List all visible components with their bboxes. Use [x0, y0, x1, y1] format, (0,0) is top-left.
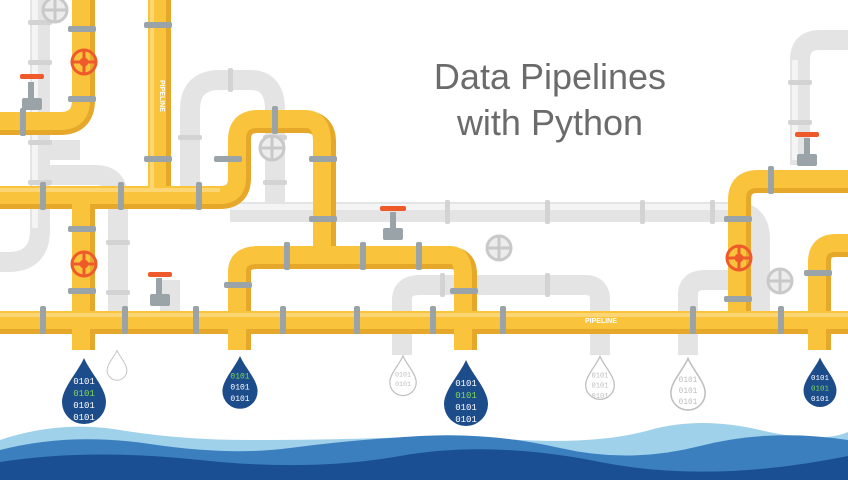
drop-binary-text: 0101 [455, 379, 477, 389]
drop-binary-text: 0101 [455, 415, 477, 425]
page-title: Data Pipelines with Python [380, 54, 720, 146]
water-waves [0, 423, 848, 480]
drop-binary-text: 0101 [811, 375, 830, 383]
data-drop-icon: 0101 0101 0101 0101 [444, 360, 488, 426]
drop-binary-text: 0101 [591, 372, 608, 380]
drop-binary-text: 0101 [230, 372, 249, 381]
drop-binary-text: 0101 [73, 377, 95, 387]
drop-binary-text: 0101 [73, 389, 95, 399]
drop-binary-text: 0101 [230, 384, 249, 393]
yellow-pipe-joints [20, 22, 832, 334]
pipe-label-vertical: PIPELINE [158, 80, 165, 112]
drop-binary-text: 0101 [679, 399, 698, 407]
gate-valve-icon [20, 74, 819, 306]
drop-binary-text: 0101 [811, 386, 830, 394]
title-line-1: Data Pipelines [433, 56, 667, 97]
gray-valve-icon [41, 0, 794, 295]
drop-binary-text: 0101 [395, 371, 411, 378]
data-drop-icon: 0101 0101 [389, 355, 417, 397]
title-line-2: with Python [456, 102, 644, 143]
yellow-pipes [0, 0, 848, 350]
drop-binary-text: 0101 [73, 413, 95, 423]
data-drop-icon [106, 350, 128, 381]
drop-binary-text: 0101 [395, 381, 411, 388]
drop-binary-text: 0101 [455, 403, 477, 413]
drop-binary-text: 0101 [591, 393, 608, 401]
drop-binary-text: 0101 [679, 377, 698, 385]
data-drop-icon: 0101 0101 0101 0101 [62, 358, 106, 424]
drop-binary-text: 0101 [73, 401, 95, 411]
data-drop-icon: 0101 0101 0101 [803, 357, 837, 407]
orange-valve-icon [70, 48, 753, 278]
drop-binary-text: 0101 [679, 388, 698, 396]
drop-binary-text: 0101 [811, 396, 830, 404]
data-drop-icon: 0101 0101 0101 [222, 356, 258, 409]
pipe-label-main: PIPELINE [585, 318, 617, 325]
data-drop-icon: 0101 0101 0101 [585, 355, 615, 401]
drop-binary-text: 0101 [455, 391, 477, 401]
drop-binary-text: 0101 [591, 383, 608, 391]
drop-binary-text: 0101 [230, 395, 249, 404]
data-drop-icon: 0101 0101 0101 [670, 357, 706, 411]
